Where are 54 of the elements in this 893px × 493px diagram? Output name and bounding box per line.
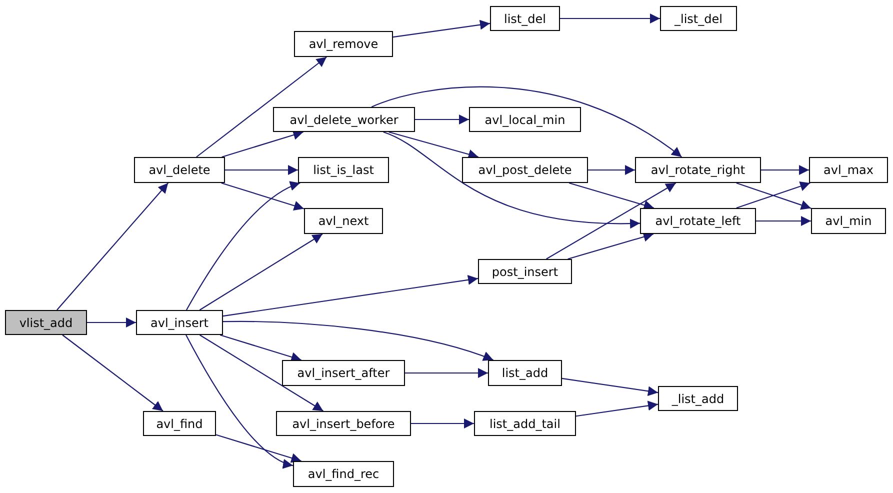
call-arrow bbox=[383, 132, 640, 228]
call-arrow bbox=[221, 182, 304, 211]
function-box: list_add bbox=[488, 360, 562, 386]
call-arrow bbox=[87, 318, 136, 328]
call-arrow bbox=[415, 114, 469, 124]
function-box: list_del bbox=[490, 6, 560, 31]
call-arrow bbox=[223, 320, 494, 362]
function-box: avl_insert_before bbox=[276, 411, 411, 436]
function-box: avl_min bbox=[811, 208, 886, 234]
call-arrow bbox=[405, 368, 488, 378]
call-arrow bbox=[388, 131, 479, 160]
call-arrow bbox=[220, 334, 302, 362]
call-arrow bbox=[225, 165, 298, 175]
call-arrow bbox=[761, 165, 809, 175]
call-arrow bbox=[392, 20, 490, 38]
call-arrow bbox=[371, 86, 682, 158]
function-box: avl_delete bbox=[134, 157, 225, 183]
function-box: _list_del bbox=[660, 6, 737, 31]
function-box: avl_insert_after bbox=[282, 360, 405, 386]
function-box: vlist_add bbox=[5, 310, 87, 335]
call-arrow bbox=[56, 182, 169, 310]
function-box: avl_post_delete bbox=[462, 157, 588, 183]
function-box: avl_find bbox=[143, 411, 216, 436]
function-box: avl_remove bbox=[294, 31, 393, 57]
call-arrow bbox=[568, 232, 654, 260]
call-arrow bbox=[186, 334, 294, 468]
call-arrow bbox=[588, 165, 635, 175]
call-arrow bbox=[411, 418, 474, 428]
call-arrow bbox=[546, 182, 676, 260]
function-box: avl_max bbox=[809, 157, 888, 183]
function-box: avl_insert bbox=[136, 310, 223, 335]
call-arrow bbox=[562, 378, 658, 396]
function-box: avl_next bbox=[304, 208, 383, 234]
function-box: avl_local_min bbox=[469, 107, 581, 132]
call-arrow bbox=[576, 400, 658, 417]
call-arrow bbox=[216, 434, 302, 463]
function-box: list_add_tail bbox=[474, 411, 576, 436]
call-arrow bbox=[756, 216, 811, 226]
call-arrow bbox=[186, 182, 300, 310]
function-box: list_is_last bbox=[298, 157, 389, 183]
function-box: avl_delete_worker bbox=[273, 107, 415, 132]
call-arrow bbox=[196, 56, 327, 158]
call-arrow bbox=[222, 274, 478, 317]
call-arrow bbox=[199, 234, 323, 310]
call-arrow bbox=[200, 334, 324, 412]
function-box: avl_rotate_right bbox=[635, 157, 761, 183]
call-arrow bbox=[560, 14, 660, 24]
call-arrow bbox=[62, 334, 164, 412]
function-box: avl_find_rec bbox=[293, 461, 394, 487]
function-box: avl_rotate_left bbox=[640, 208, 756, 234]
function-box: _list_add bbox=[658, 386, 738, 411]
call-arrow bbox=[568, 182, 654, 210]
function-box: post_insert bbox=[478, 259, 572, 284]
call-arrow bbox=[222, 130, 304, 158]
